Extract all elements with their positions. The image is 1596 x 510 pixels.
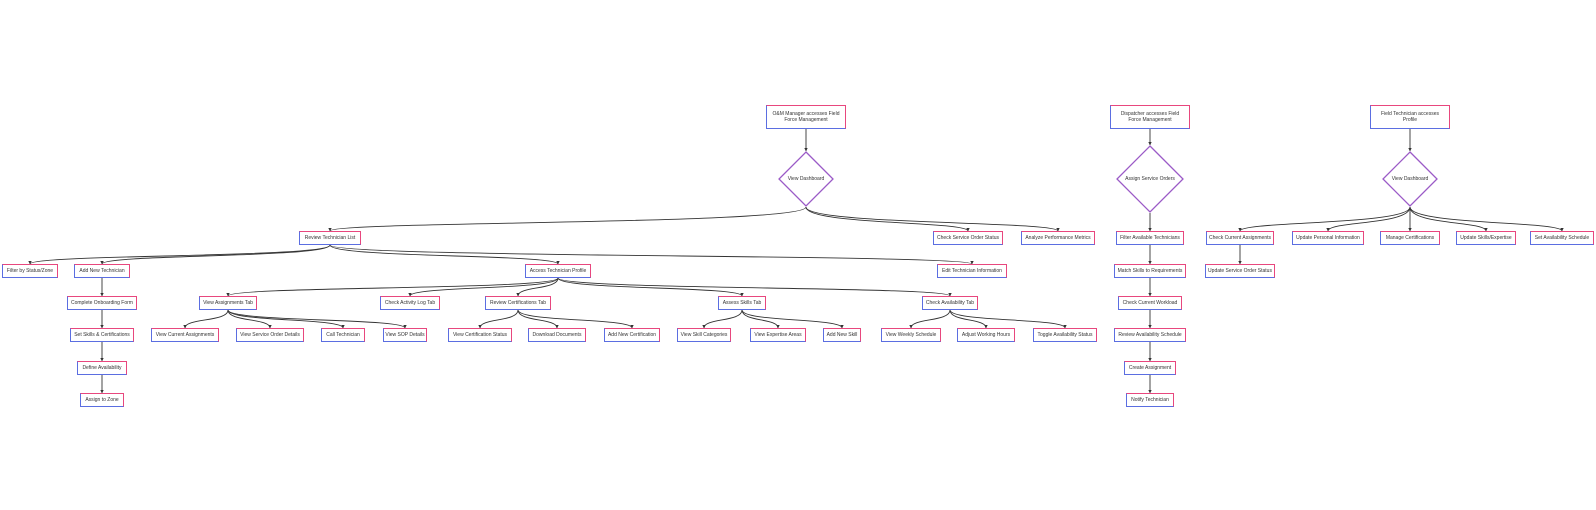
decision-om-view-dashboard: View Dashboard	[778, 151, 834, 207]
node-review-technician-list: Review Technician List	[299, 231, 361, 245]
decision-label: Assign Service Orders	[1125, 176, 1175, 182]
edge-review_list-to-edit_info	[329, 244, 974, 265]
decision-ft-view-dashboard: View Dashboard	[1382, 151, 1438, 207]
node-toggle-availability-status: Toggle Availability Status	[1033, 328, 1097, 342]
node-review-certifications-tab: Review Certifications Tab	[485, 296, 551, 310]
edge-ft_dashboard-to-update_skills	[1409, 206, 1488, 232]
node-notify-technician: Notify Technician	[1126, 393, 1174, 407]
node-view-assignments-tab: View Assignments Tab	[199, 296, 257, 310]
node-view-weekly-schedule: View Weekly Schedule	[881, 328, 941, 342]
edge-access_profile-to-avail_tab	[557, 277, 952, 297]
node-call-technician: Call Technician	[321, 328, 365, 342]
edge-assignments_tab-to-view_sop	[227, 309, 407, 329]
node-field-technician-start: Field Technician accesses Profile	[1370, 105, 1450, 129]
edge-ft_dashboard-to-update_personal	[1326, 206, 1411, 232]
node-filter-available-technicians: Filter Available Technicians	[1116, 231, 1184, 245]
node-view-service-order-details: View Service Order Details	[236, 328, 304, 342]
node-update-skills-expertise: Update Skills/Expertise	[1456, 231, 1516, 245]
node-access-technician-profile: Access Technician Profile	[525, 264, 591, 278]
node-analyze-performance-metrics: Analyze Performance Metrics	[1021, 231, 1095, 245]
edge-om_dashboard-to-check_so_status	[805, 206, 970, 232]
edge-skills_tab-to-add_skill	[741, 309, 844, 329]
node-view-sop-details: View SOP Details	[383, 328, 427, 342]
node-add-new-skill: Add New Skill	[823, 328, 861, 342]
decision-label: View Dashboard	[1391, 176, 1429, 182]
node-define-availability: Define Availability	[77, 361, 127, 375]
edge-access_profile-to-cert_tab	[516, 277, 559, 297]
node-create-assignment: Create Assignment	[1124, 361, 1176, 375]
node-add-new-technician: Add New Technician	[74, 264, 130, 278]
edge-cert_tab-to-add_cert	[517, 309, 634, 329]
node-edit-technician-information: Edit Technician Information	[937, 264, 1007, 278]
edge-skills_tab-to-skill_categories	[702, 309, 743, 329]
node-match-skills-to-requirements: Match Skills to Requirements	[1114, 264, 1186, 278]
edge-avail_tab-to-adjust_hours	[949, 309, 988, 329]
node-download-documents: Download Documents	[528, 328, 586, 342]
node-dispatcher-start: Dispatcher accesses Field Force Manageme…	[1110, 105, 1190, 129]
edge-assignments_tab-to-view_so_details	[227, 309, 272, 329]
node-filter-by-status-zone: Filter by Status/Zone	[2, 264, 58, 278]
node-manage-certifications: Manage Certifications	[1380, 231, 1440, 245]
edge-avail_tab-to-toggle_avail	[949, 309, 1067, 329]
node-set-skills-certifications: Set Skills & Certifications	[70, 328, 134, 342]
edge-access_profile-to-activity_log	[408, 277, 559, 297]
edge-review_list-to-access_profile	[329, 244, 560, 265]
node-check-activity-log-tab: Check Activity Log Tab	[380, 296, 440, 310]
edge-cert_tab-to-download_docs	[517, 309, 559, 329]
node-om-manager-start: O&M Manager accesses Field Force Managem…	[766, 105, 846, 129]
decision-label: View Dashboard	[787, 176, 825, 182]
node-update-personal-information: Update Personal Information	[1292, 231, 1364, 245]
edge-ft_dashboard-to-set_schedule	[1409, 206, 1564, 232]
edge-review_list-to-add_tech	[100, 244, 331, 265]
node-update-service-order-status: Update Service Order Status	[1205, 264, 1275, 278]
node-check-current-workload: Check Current Workload	[1118, 296, 1182, 310]
edge-assignments_tab-to-call_tech	[227, 309, 345, 329]
edge-cert_tab-to-view_cert_status	[478, 309, 519, 329]
node-complete-onboarding-form: Complete Onboarding Form	[67, 296, 137, 310]
edge-access_profile-to-assignments_tab	[226, 277, 559, 297]
node-view-skill-categories: View Skill Categories	[677, 328, 731, 342]
edge-assignments_tab-to-view_current	[183, 309, 229, 329]
node-view-certification-status: View Certification Status	[448, 328, 512, 342]
edge-avail_tab-to-weekly_schedule	[909, 309, 951, 329]
node-adjust-working-hours: Adjust Working Hours	[957, 328, 1015, 342]
node-check-service-order-status: Check Service Order Status	[933, 231, 1003, 245]
decision-assign-service-orders: Assign Service Orders	[1116, 145, 1184, 213]
node-view-expertise-areas: View Expertise Areas	[750, 328, 806, 342]
node-assign-to-zone: Assign to Zone	[80, 393, 124, 407]
node-add-new-certification: Add New Certification	[604, 328, 660, 342]
node-review-availability-schedule: Review Availability Schedule	[1114, 328, 1186, 342]
node-view-current-assignments: View Current Assignments	[151, 328, 219, 342]
edge-om_dashboard-to-review_list	[328, 206, 807, 232]
node-set-availability-schedule: Set Availability Schedule	[1530, 231, 1594, 245]
edge-access_profile-to-skills_tab	[557, 277, 744, 297]
node-assess-skills-tab: Assess Skills Tab	[718, 296, 766, 310]
edge-review_list-to-filter_status	[28, 244, 331, 265]
node-check-availability-tab: Check Availability Tab	[922, 296, 978, 310]
edge-om_dashboard-to-analyze_metrics	[805, 206, 1060, 232]
edge-skills_tab-to-expertise_areas	[741, 309, 780, 329]
node-check-current-assignments: Check Current Assignments	[1206, 231, 1274, 245]
edge-ft_dashboard-to-check_assignments	[1238, 206, 1411, 232]
